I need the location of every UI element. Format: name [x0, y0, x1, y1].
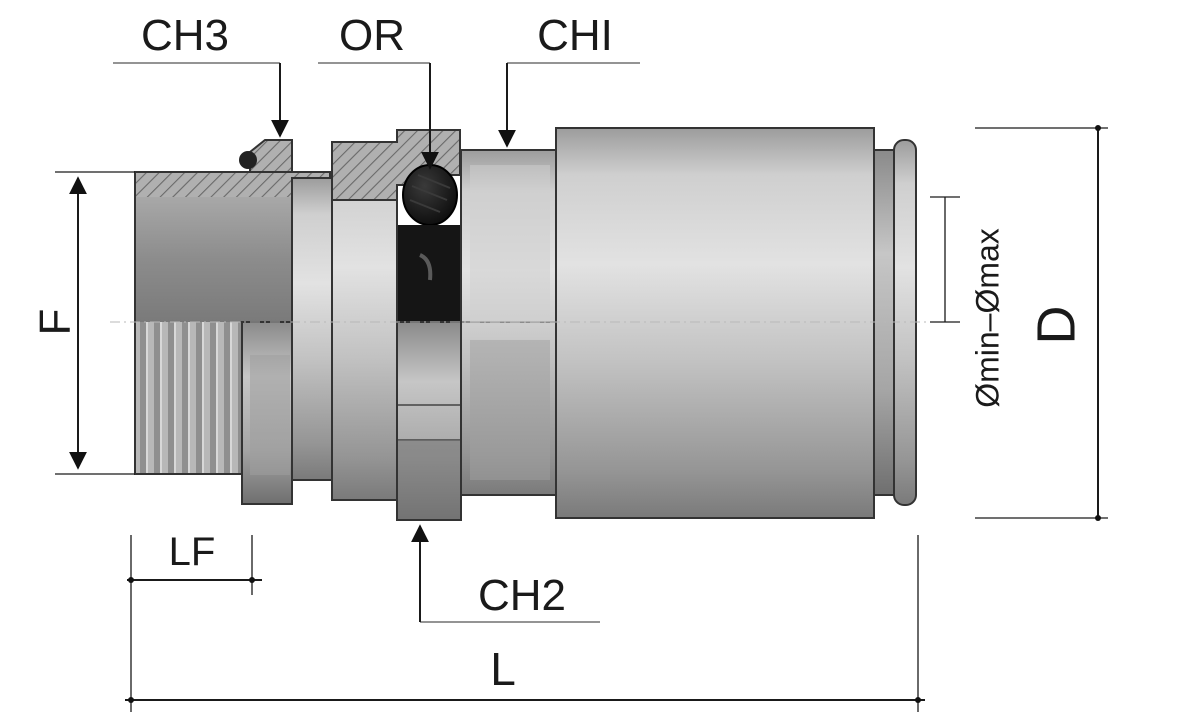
callout-ch3: CH3 [113, 11, 289, 138]
ch3-seal [239, 151, 257, 169]
label-d: D [1026, 306, 1086, 345]
callout-chi: CHI [498, 11, 640, 148]
ch3-hex-section [249, 139, 293, 173]
dimension-d: D [975, 125, 1108, 521]
body-cylinder [332, 142, 397, 500]
label-lf: LF [169, 530, 216, 574]
label-ch3: CH3 [141, 11, 229, 60]
dimension-l: L [125, 535, 925, 712]
fitting-body [134, 127, 917, 521]
dimension-diameter-range: Ømin–Ømax [930, 196, 1005, 408]
body-neck [292, 178, 332, 480]
callout-ch2: CH2 [411, 524, 600, 623]
push-in-body [556, 128, 874, 518]
callout-or: OR [318, 11, 439, 170]
label-ch2: CH2 [478, 571, 566, 620]
label-f: F [31, 309, 80, 336]
label-or: OR [339, 11, 405, 60]
dimension-f: F [31, 171, 135, 475]
o-ring [402, 164, 458, 226]
label-l: L [490, 643, 516, 695]
label-diameter-range: Ømin–Ømax [969, 228, 1005, 408]
label-chi: CHI [537, 11, 613, 60]
dimension-lf: LF [127, 530, 262, 595]
